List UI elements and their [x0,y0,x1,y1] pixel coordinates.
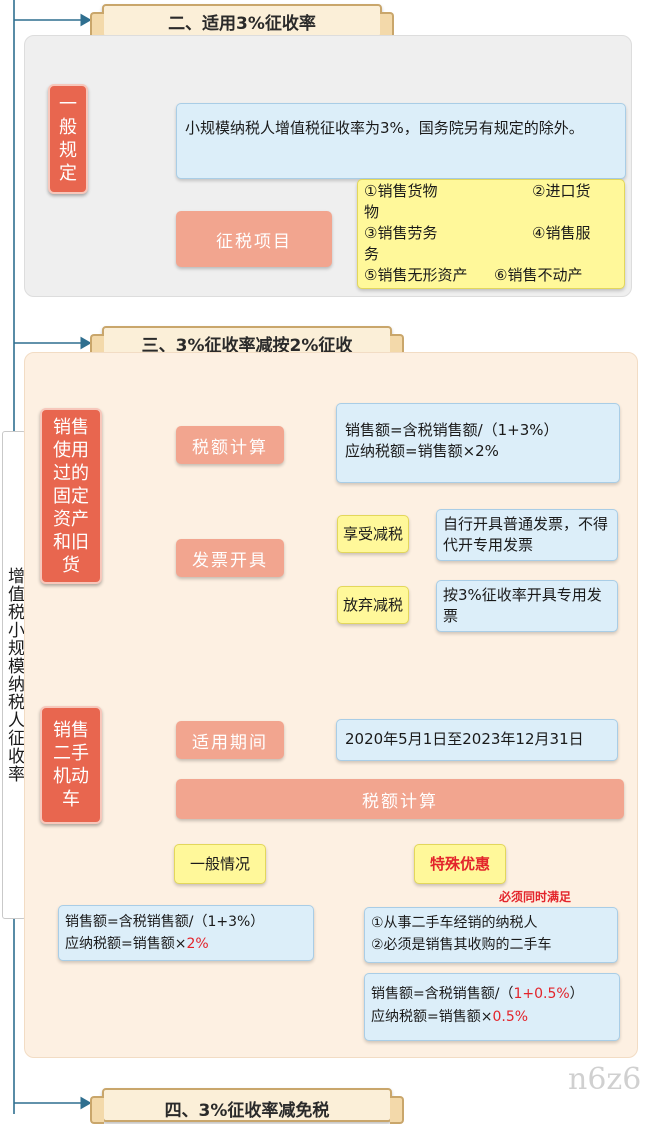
used-car-box: 销售二手机动车 [40,706,102,824]
uc-special-formula: 销售额=含税销售额/（1+0.5%） 应纳税额=销售额×0.5% [364,973,620,1041]
section-2-title: 二、适用3%征收率 [90,4,394,40]
fa-invoice-label: 发票开具 [176,539,284,577]
general-rule-text: 小规模纳税人增值税征收率为3%，国务院另有规定的除外。 [176,103,626,179]
uc-general-line1: 销售额=含税销售额/（1+3%） [65,914,265,930]
uc-period-text: 2020年5月1日至2023年12月31日 [336,719,618,761]
uc-period-label: 适用期间 [176,721,284,759]
tax-item-3: ③销售劳务 [364,224,438,242]
fa-formula-line1: 销售额=含税销售额/（1+3%） [345,421,559,439]
uc-general-line2: 应纳税额=销售额×2% [65,936,209,952]
fixed-assets-box: 销售使用过的固定资产和旧货 [40,408,102,584]
watermark: n6z6 [568,1062,642,1097]
fa-waive-label: 放弃减税 [337,586,409,624]
uc-special-line1: 销售额=含税销售额/（1+0.5%） [371,986,584,1002]
tax-item-2: ②进口货 [532,182,591,200]
fa-tax-calc-formula: 销售额=含税销售额/（1+3%） 应纳税额=销售额×2% [336,403,620,483]
fa-waive-text: 按3%征收率开具专用发票 [436,580,618,632]
fa-formula-line2: 应纳税额=销售额×2% [345,442,499,460]
tax-item-6: ⑥销售不动产 [494,266,583,284]
tax-item-5: ⑤销售无形资产 [364,266,468,284]
uc-general-case-label: 一般情况 [174,844,266,884]
tax-items-list: ①销售货物 物 ②进口货 ③销售劳务 务 ④销售服 ⑤销售无形资产 ⑥销售不动产 [357,179,625,289]
tax-item-4: ④销售服 [532,224,591,242]
uc-general-formula: 销售额=含税销售额/（1+3%） 应纳税额=销售额×2% [58,905,314,961]
uc-cond1: ①从事二手车经销的纳税人 [371,915,538,931]
fa-enjoy-label: 享受减税 [337,515,409,553]
tax-item-3-wrap: 务 [364,245,380,263]
tax-item-1: ①销售货物 [364,182,438,200]
uc-cond2: ②必须是销售其收购的二手车 [371,937,552,953]
general-rule-box: 一般规定 [48,84,88,194]
uc-tax-calc-label: 税额计算 [176,779,624,819]
uc-special-label: 特殊优惠 [414,844,506,884]
uc-must-meet: 必须同时满足 [499,890,572,904]
uc-special-line2: 应纳税额=销售额×0.5% [371,1009,529,1025]
sidebar-label: 增值税小规模纳税人征收率 [2,431,26,919]
tax-item-1-wrap: 物 [364,203,380,221]
fa-enjoy-text: 自行开具普通发票，不得代开专用发票 [436,509,618,561]
tax-items-label: 征税项目 [176,211,332,267]
fa-tax-calc-label: 税额计算 [176,426,284,464]
section-4-title: 四、3%征收率减免税 [90,1088,404,1124]
uc-conditions: ①从事二手车经销的纳税人 ②必须是销售其收购的二手车 [364,907,618,963]
